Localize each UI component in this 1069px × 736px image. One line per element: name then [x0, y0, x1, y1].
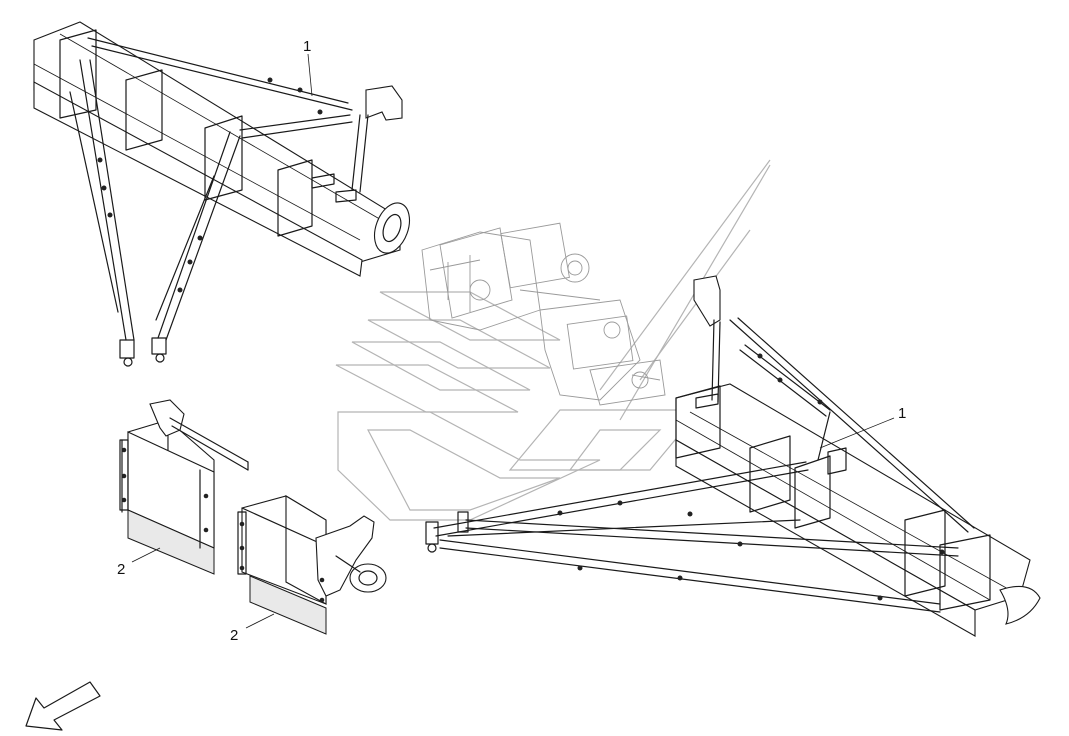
leader-lines [131, 53, 895, 629]
callout-left-guard: 2 [117, 561, 125, 578]
left-guard-panel [119, 399, 249, 575]
arrow-down-left-icon [25, 681, 101, 731]
center-gearbox [421, 222, 666, 406]
callout-upper-boom: 1 [303, 38, 311, 55]
center-guard-panel [237, 495, 387, 635]
right-boom-assembly [425, 275, 1041, 637]
watermark-logo [335, 159, 771, 521]
callout-center-guard: 2 [230, 627, 238, 644]
upper-boom-assembly [33, 21, 411, 367]
callout-right-boom: 1 [898, 405, 906, 422]
